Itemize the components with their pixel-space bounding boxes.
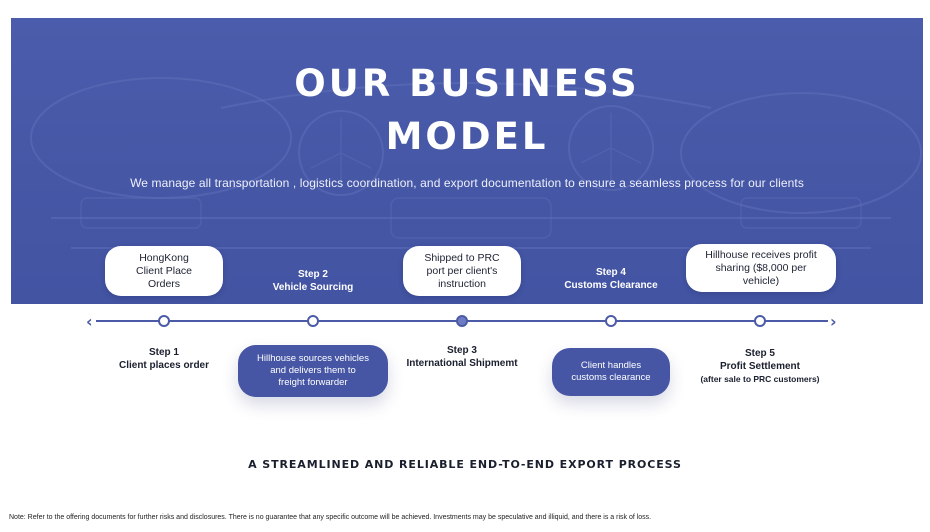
bubble-line: port per client's xyxy=(424,265,499,278)
timeline-node-step-2 xyxy=(308,316,318,326)
step-2-number: Step 2 xyxy=(243,268,383,281)
bubble-line: Hillhouse receives profit xyxy=(705,249,816,262)
step-5-title: Profit Settlement xyxy=(690,360,830,373)
page-title-line-1: OUR BUSINESS xyxy=(11,65,923,102)
pill-vehicle-sourcing-detail: Hillhouse sources vehicles and delivers … xyxy=(238,345,388,397)
bubble-line: Orders xyxy=(136,278,192,291)
bubble-profit-sharing: Hillhouse receives profit sharing ($8,00… xyxy=(686,244,836,292)
timeline-prev-arrow[interactable]: ‹ xyxy=(86,312,93,331)
pill-line: Client handles xyxy=(571,360,650,372)
step-3-title: International Shipmemt xyxy=(392,357,532,370)
page-subtitle: We manage all transportation , logistics… xyxy=(11,176,923,190)
pill-line: freight forwarder xyxy=(257,377,369,389)
step-3-number: Step 3 xyxy=(392,344,532,357)
bubble-line: vehicle) xyxy=(705,275,816,288)
step-5-label: Step 5 Profit Settlement (after sale to … xyxy=(690,347,830,386)
timeline-node-step-5 xyxy=(755,316,765,326)
bubble-line: instruction xyxy=(424,278,499,291)
step-5-number: Step 5 xyxy=(690,347,830,360)
step-1-title: Client places order xyxy=(94,359,234,372)
bubble-shipped-to-prc: Shipped to PRC port per client's instruc… xyxy=(403,246,521,296)
pill-line: and delivers them to xyxy=(257,365,369,377)
disclaimer-footnote: Note: Refer to the offering documents fo… xyxy=(9,514,651,521)
bubble-line: HongKong xyxy=(136,252,192,265)
step-4-title: Customs Clearance xyxy=(541,279,681,292)
bubble-client-place-orders: HongKong Client Place Orders xyxy=(105,246,223,296)
step-2-title: Vehicle Sourcing xyxy=(243,281,383,294)
bubble-line: Client Place xyxy=(136,265,192,278)
step-3-label: Step 3 International Shipmemt xyxy=(392,344,532,370)
timeline-node-step-4 xyxy=(606,316,616,326)
timeline-node-step-3 xyxy=(457,316,467,326)
step-4-label: Step 4 Customs Clearance xyxy=(541,266,681,292)
step-2-label: Step 2 Vehicle Sourcing xyxy=(243,268,383,294)
pill-customs-clearance-detail: Client handles customs clearance xyxy=(552,348,670,396)
step-1-number: Step 1 xyxy=(94,346,234,359)
bubble-line: sharing ($8,000 per xyxy=(705,262,816,275)
pill-line: Hillhouse sources vehicles xyxy=(257,353,369,365)
bubble-line: Shipped to PRC xyxy=(424,252,499,265)
timeline-next-arrow[interactable]: › xyxy=(830,312,837,331)
page-title-line-2: MODEL xyxy=(11,118,923,155)
step-1-label: Step 1 Client places order xyxy=(94,346,234,372)
step-5-note: (after sale to PRC customers) xyxy=(690,373,830,386)
timeline-node-step-1 xyxy=(159,316,169,326)
step-4-number: Step 4 xyxy=(541,266,681,279)
pill-line: customs clearance xyxy=(571,372,650,384)
process-tagline: A STREAMLINED AND RELIABLE END-TO-END EX… xyxy=(0,458,930,471)
